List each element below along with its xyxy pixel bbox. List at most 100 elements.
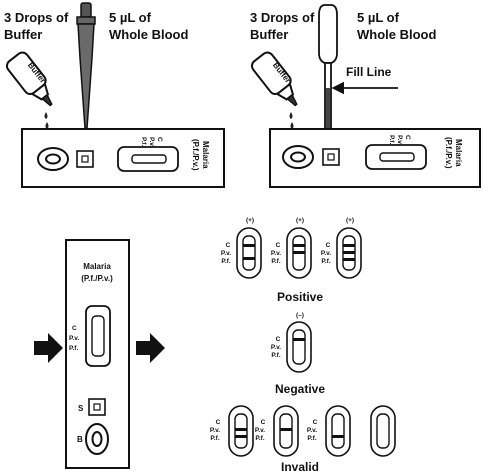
line-labels: C P.v. P.f. [388, 135, 411, 145]
label-c: C [276, 336, 281, 343]
cassette-title-line2: (P.f./P.v.) [444, 137, 453, 169]
result-sign: (+) [246, 217, 254, 224]
panel-right: 3 Drops of Buffer 5 µL of Whole Blood Bu… [250, 4, 481, 188]
vertical-line-pf: P.f. [69, 345, 78, 352]
cassette-title-line1: Malaria [201, 141, 210, 169]
result-sign: (+) [296, 217, 304, 224]
cassette-title: Malaria (P.f./P.v.) [444, 137, 463, 169]
cassette-title: Malaria (P.f./P.v.) [191, 139, 210, 171]
strip-window [376, 413, 390, 449]
pipette-icon [76, 2, 96, 138]
results-panel: (+) C P.v. P.f. (+) C P.v. P.f. (+) [210, 217, 396, 474]
label-c: C [313, 419, 318, 426]
negative-strip: (–) C P.v. P.f. [271, 312, 312, 373]
invalid-caption: Invalid [281, 460, 319, 474]
result-strip [379, 152, 415, 162]
positive-strip-2: (+) C P.v. P.f. [271, 217, 312, 279]
drop-icon [44, 112, 48, 119]
line-c-label: C [404, 135, 411, 140]
label-pv: P.v. [255, 427, 265, 434]
label-c: C [261, 419, 266, 426]
drop-icon [290, 122, 294, 129]
cassette-title-line1: Malaria [454, 139, 463, 167]
band-c [343, 244, 355, 247]
label-pf: P.f. [271, 258, 280, 265]
line-pf-label: P.f. [388, 135, 395, 144]
fill-line-label: Fill Line [346, 65, 392, 79]
strip-window [242, 235, 256, 271]
vertical-title-line1: Malaria [83, 262, 111, 271]
positive-strip-1: (+) C P.v. P.f. [221, 217, 262, 279]
band-pf [343, 258, 355, 261]
band-pv [293, 251, 305, 254]
strip-window [331, 413, 345, 449]
invalid-strip-3: C P.v. P.f. [307, 405, 351, 457]
label-pf: P.f. [255, 435, 264, 442]
buffer-well-inner [290, 151, 306, 163]
result-sign: (+) [346, 217, 354, 224]
drop-icon [289, 112, 293, 119]
drop-icon [45, 122, 49, 129]
band-pv [280, 428, 292, 431]
result-sign: (–) [296, 312, 304, 319]
vertical-cassette-panel: Malaria (P.f./P.v.) C P.v. P.f. S B [34, 239, 165, 469]
buffer-label-line1: 3 Drops of [4, 10, 69, 25]
label-c: C [226, 242, 231, 249]
band-c [293, 244, 305, 247]
label-pv: P.v. [307, 427, 317, 434]
label-c: C [276, 242, 281, 249]
sample-well-inner [93, 403, 101, 411]
result-strip [91, 315, 105, 357]
buffer-well-label: B [77, 435, 83, 444]
band-pf [332, 435, 344, 438]
invalid-strip-2: C P.v. P.f. [255, 405, 299, 457]
blood-label-line2: Whole Blood [109, 27, 188, 42]
panel-left: 3 Drops of Buffer 5 µL of Whole Blood Bu… [4, 2, 225, 188]
line-labels: C P.v. P.f. [140, 137, 163, 147]
line-c-label: C [156, 137, 163, 142]
blood-label-line1: 5 µL of [109, 10, 152, 25]
arrow-right-icon [136, 333, 165, 363]
band-c [293, 338, 305, 341]
buffer-bottle-icon: Buffer [250, 51, 298, 107]
buffer-well-inner [45, 153, 61, 165]
vertical-title-line2: (P.f./P.v.) [81, 274, 113, 283]
label-pv: P.v. [221, 250, 231, 257]
invalid-strip-4 [370, 405, 396, 457]
label-pf: P.f. [271, 352, 280, 359]
vertical-line-pv: P.v. [69, 335, 79, 342]
label-pf: P.f. [321, 258, 330, 265]
label-pv: P.v. [210, 427, 220, 434]
invalid-strip-1: C P.v. P.f. [210, 405, 254, 457]
buffer-label-line1: 3 Drops of [250, 10, 315, 25]
sample-well-label: S [78, 404, 84, 413]
label-c: C [326, 242, 331, 249]
band-c [243, 244, 255, 247]
line-pf-label: P.f. [140, 137, 147, 146]
band-pv [235, 428, 247, 431]
result-strip [131, 154, 167, 164]
label-pf: P.f. [221, 258, 230, 265]
buffer-label-line2: Buffer [4, 27, 42, 42]
label-pf: P.f. [210, 435, 219, 442]
band-pf [243, 257, 255, 260]
sample-well-inner [81, 155, 89, 163]
line-pv-label: P.v. [396, 135, 403, 145]
label-pv: P.v. [271, 344, 281, 351]
sample-well-inner [327, 153, 335, 161]
label-pf: P.f. [307, 435, 316, 442]
negative-caption: Negative [275, 382, 325, 396]
blood-label-line2: Whole Blood [357, 27, 436, 42]
positive-caption: Positive [277, 290, 323, 304]
blood-label-line1: 5 µL of [357, 10, 400, 25]
buffer-label-line2: Buffer [250, 27, 288, 42]
positive-strip-3: (+) C P.v. P.f. [321, 217, 362, 279]
vertical-line-c: C [72, 325, 77, 332]
buffer-well-inner [91, 431, 103, 447]
arrow-right-icon [34, 333, 63, 363]
dropper-tube-icon [318, 4, 338, 140]
strip-window [292, 329, 306, 365]
band-pv [343, 251, 355, 254]
label-pv: P.v. [271, 250, 281, 257]
